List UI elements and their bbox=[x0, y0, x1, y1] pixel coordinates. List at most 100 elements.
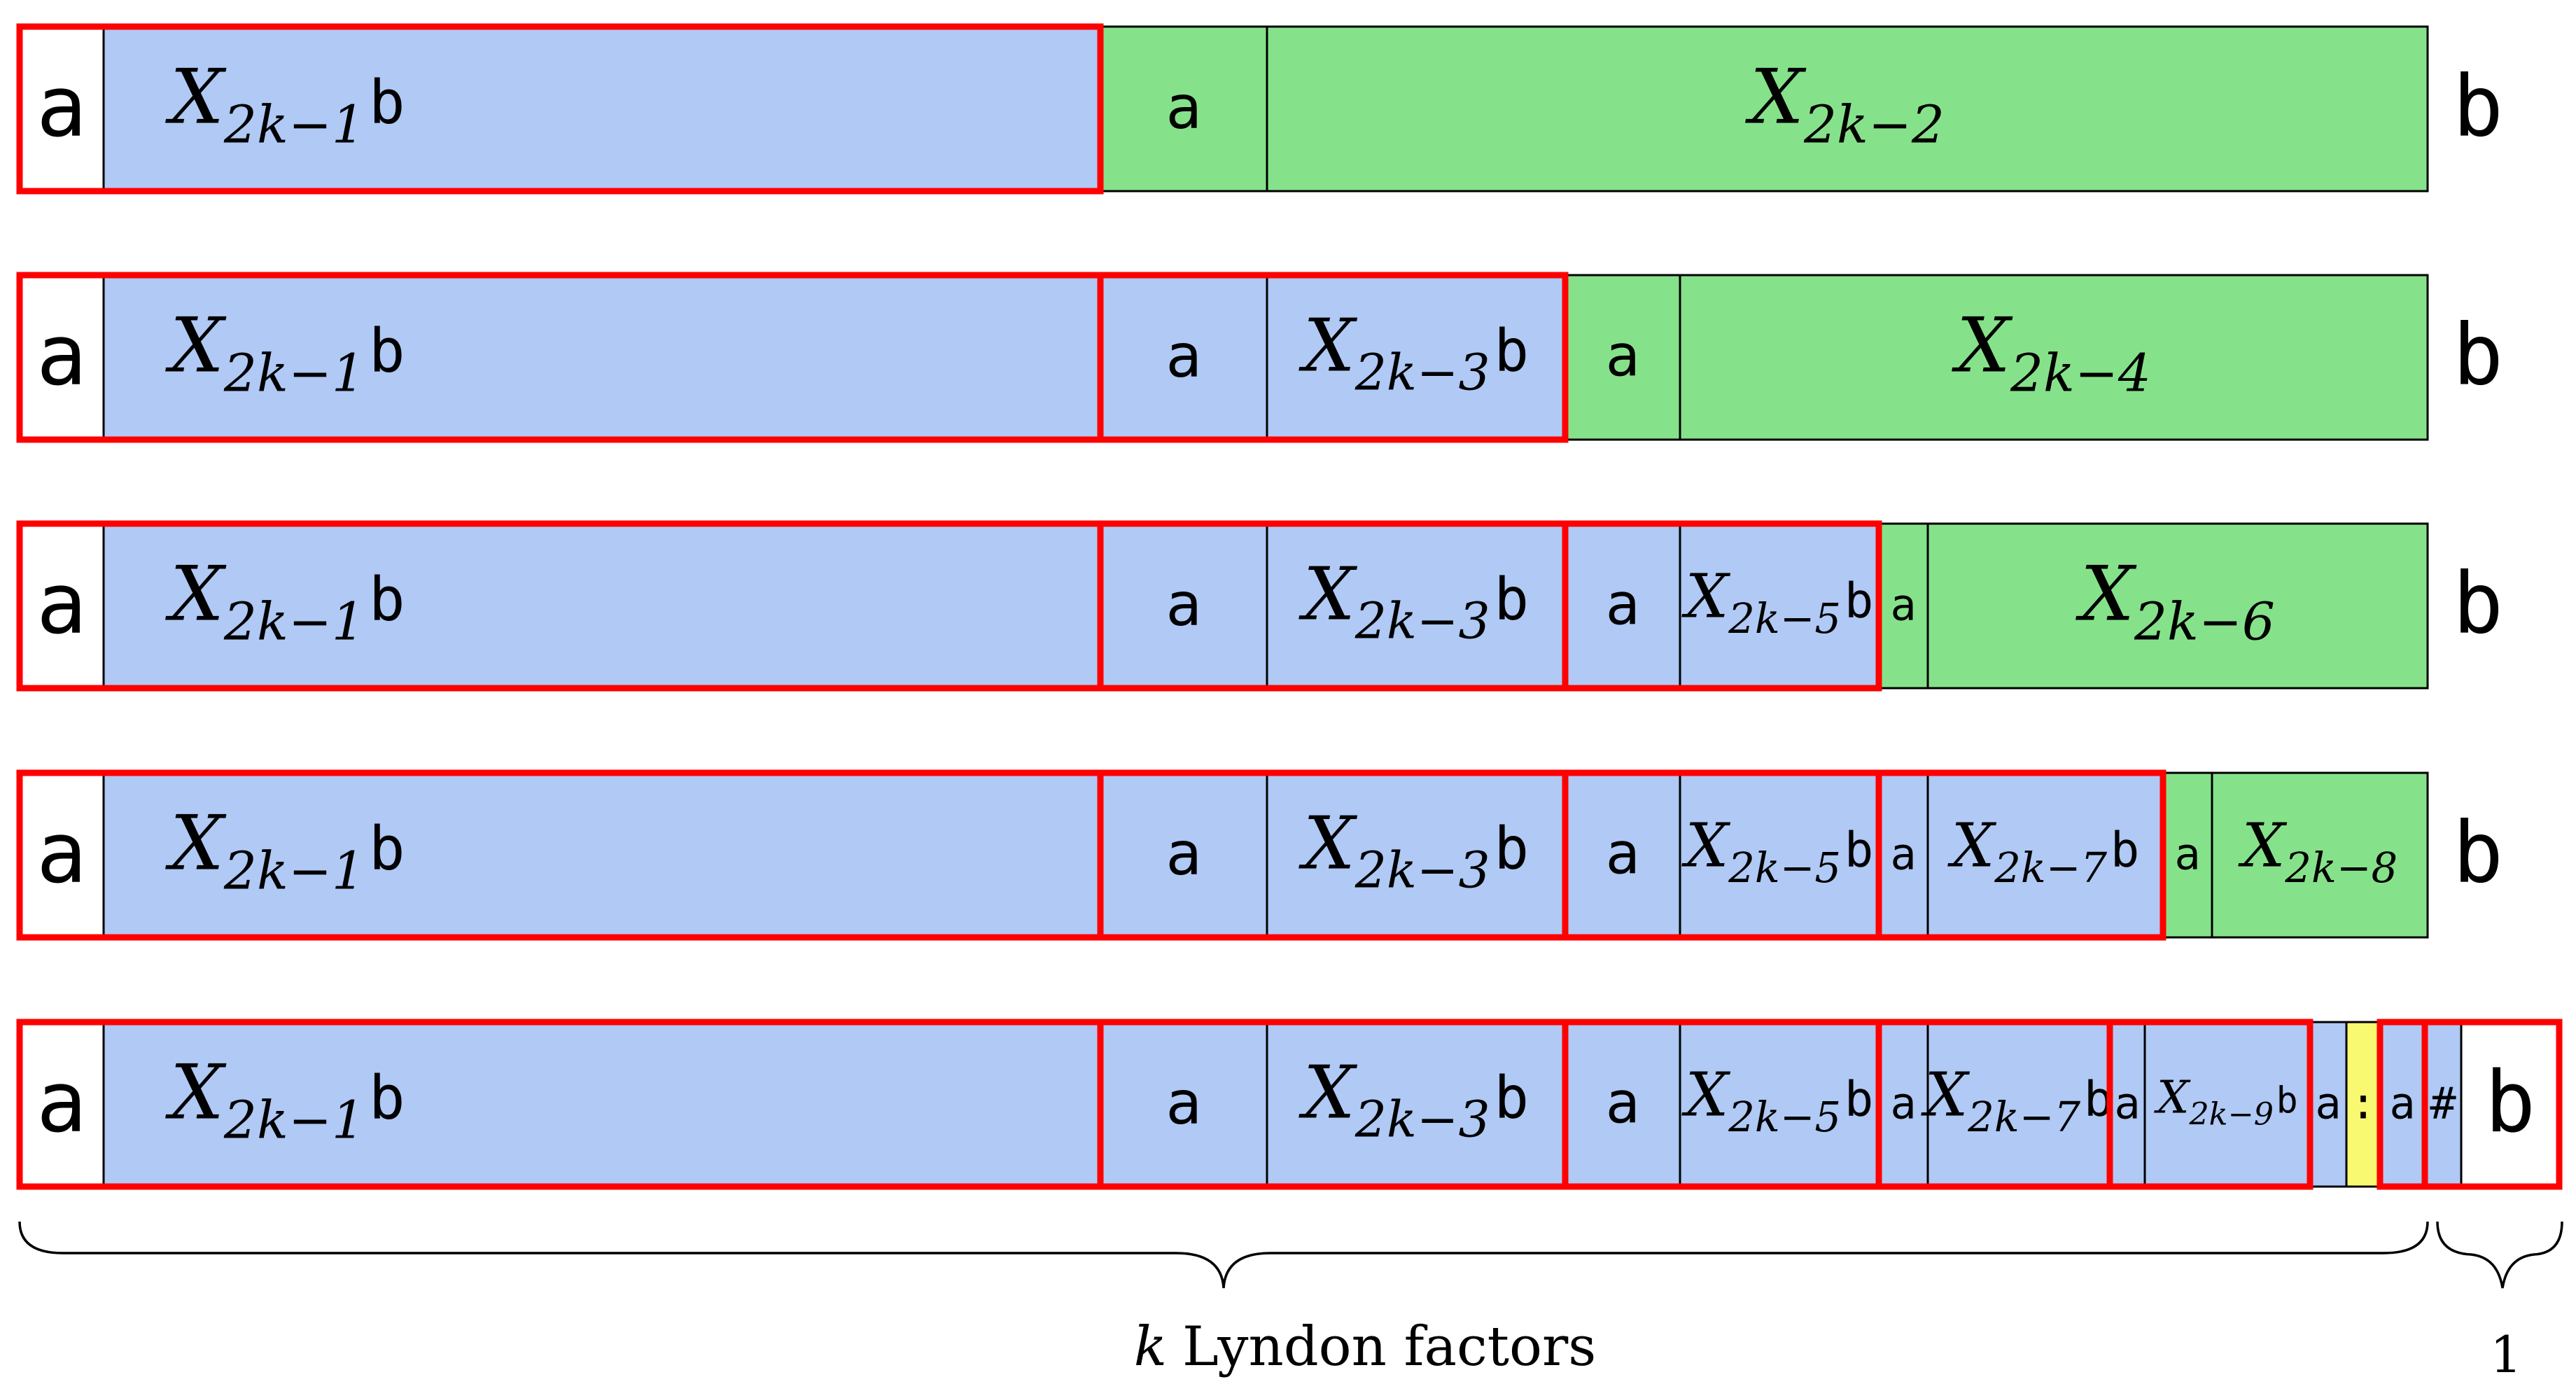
row-1-lyndon-factor-1 bbox=[16, 23, 1104, 195]
row-5-cell-8-x-symbol: X bbox=[1921, 1061, 1970, 1131]
row-4-cell-10-expr: X2k−8 bbox=[2238, 811, 2398, 892]
row-2-lyndon-factor-2 bbox=[1097, 272, 1569, 443]
row-5-cell-2-x-symbol: X bbox=[165, 1049, 227, 1137]
row-2-cell-5-letter: a bbox=[1605, 323, 1639, 390]
row-4-tail-b: b bbox=[2453, 805, 2503, 902]
row-5-cell-15-letter: b bbox=[2485, 1054, 2535, 1152]
row-4-cell-6-box bbox=[1679, 771, 1880, 939]
row-5-cell-11-box bbox=[2309, 1021, 2348, 1188]
row-2-cell-3-box bbox=[1099, 274, 1268, 441]
row-3-cell-5-box bbox=[1564, 522, 1681, 690]
row-3-cell-6-suffix: b bbox=[1844, 573, 1873, 629]
row-4-cell-8-box bbox=[1926, 771, 2164, 939]
small-brace bbox=[2436, 1221, 2563, 1289]
row-4-cell-9-box bbox=[2162, 771, 2213, 939]
row-5-cell-6-subscript: 2k−5 bbox=[1728, 1093, 1841, 1141]
row-4-cell-2-x-symbol: X bbox=[165, 800, 227, 888]
row-4-cell-4-box bbox=[1266, 771, 1567, 939]
row-4-cell-4-x-symbol: X bbox=[1298, 802, 1358, 886]
row-4-cell-6-subscript: 2k−5 bbox=[1728, 844, 1841, 892]
row-4-cell-3-letter: a bbox=[1166, 819, 1202, 889]
row-3-cell-4-subscript: 2k−3 bbox=[1354, 592, 1490, 650]
row-3-lyndon-factor-3 bbox=[1562, 520, 1882, 692]
row-5-cell-6-expr: X2k−5b bbox=[1681, 1061, 1874, 1141]
row-5-cell-10-x-symbol: X bbox=[2153, 1072, 2191, 1124]
row-3-cell-3-letter: a bbox=[1166, 570, 1202, 640]
row-5-lyndon-factor-7 bbox=[2421, 1019, 2563, 1190]
main-brace bbox=[18, 1221, 2429, 1289]
row-2-cell-2-x-symbol: X bbox=[165, 302, 227, 390]
row-3-cell-1-box bbox=[18, 522, 105, 690]
row-5-cell-2-suffix: b bbox=[369, 1063, 405, 1133]
row-5-cell-12-box bbox=[2345, 1021, 2381, 1188]
row-5-cell-10-subscript: 2k−9 bbox=[2188, 1096, 2274, 1132]
row-1-cell-2-suffix: b bbox=[369, 68, 405, 138]
row-4-cell-2-box bbox=[102, 771, 1102, 939]
row-4-cell-6-expr: X2k−5b bbox=[1681, 811, 1874, 892]
row-4-cell-2-expr: X2k−1b bbox=[165, 800, 405, 902]
row-1-cell-2-box bbox=[102, 25, 1102, 193]
row-4-cell-10-box bbox=[2211, 771, 2429, 939]
row-1-cell-4-subscript: 2k−2 bbox=[1803, 95, 1945, 155]
row-5-cell-9-letter: a bbox=[2114, 1077, 2140, 1128]
row-4-cell-6-x-symbol: X bbox=[1681, 811, 1731, 881]
row-4-cell-8-x-symbol: X bbox=[1947, 811, 1997, 881]
row-3-cell-8-x-symbol: X bbox=[2076, 551, 2137, 638]
row-2-cell-1-letter: a bbox=[36, 307, 87, 405]
row-3-tail-b: b bbox=[2453, 556, 2503, 653]
row-1-cell-3-box bbox=[1099, 25, 1268, 193]
row-4-cell-8-expr: X2k−7b bbox=[1947, 811, 2140, 892]
row-3-cell-4-x-symbol: X bbox=[1298, 553, 1358, 637]
row-5-cell-6-suffix: b bbox=[1844, 1072, 1873, 1128]
small-brace-label: 1 bbox=[2490, 1325, 2522, 1384]
row-4-cell-4-subscript: 2k−3 bbox=[1354, 841, 1490, 900]
row-1-tail-b: b bbox=[2453, 59, 2503, 156]
row-5-lyndon-factor-5 bbox=[2106, 1019, 2314, 1190]
row-5-cell-11-letter: a bbox=[2315, 1077, 2341, 1128]
row-5-cell-7-letter: a bbox=[1890, 1077, 1916, 1128]
row-4-cell-10-subscript: 2k−8 bbox=[2284, 844, 2398, 892]
row-3-cell-6-subscript: 2k−5 bbox=[1728, 594, 1841, 643]
row-4-cell-4-suffix: b bbox=[1494, 816, 1529, 883]
row-3-cell-5-letter: a bbox=[1605, 572, 1639, 638]
row-5-cell-3-letter: a bbox=[1166, 1068, 1202, 1138]
row-1-cell-2-subscript: 2k−1 bbox=[223, 95, 365, 155]
row-2-cell-2-suffix: b bbox=[369, 316, 405, 386]
row-1-cell-1-box bbox=[18, 25, 105, 193]
row-4-cell-4-expr: X2k−3b bbox=[1298, 802, 1529, 900]
row-3-cell-1-letter: a bbox=[36, 556, 87, 653]
row-4-cell-10-x-symbol: X bbox=[2238, 811, 2288, 881]
row-2-cell-4-suffix: b bbox=[1494, 318, 1529, 385]
row-4-cell-1-letter: a bbox=[36, 805, 87, 902]
row-3-cell-7-letter: a bbox=[1890, 579, 1916, 630]
row-1-cell-4-x-symbol: X bbox=[1745, 54, 1807, 141]
row-1-cell-1-letter: a bbox=[36, 59, 87, 156]
row-1-cell-2-x-symbol: X bbox=[165, 54, 227, 141]
row-5-cell-4-subscript: 2k−3 bbox=[1354, 1091, 1490, 1149]
row-5-cell-14-letter: # bbox=[2430, 1077, 2456, 1128]
row-5-cell-4-suffix: b bbox=[1494, 1065, 1529, 1132]
row-4-cell-8-subscript: 2k−7 bbox=[1994, 844, 2107, 892]
row-5-cell-6-x-symbol: X bbox=[1681, 1061, 1731, 1131]
row-2-cell-6-subscript: 2k−4 bbox=[2010, 344, 2151, 404]
row-1-cell-2-expr: X2k−1b bbox=[165, 54, 405, 155]
row-2-cell-4-expr: X2k−3b bbox=[1298, 305, 1529, 402]
row-3-cell-4-suffix: b bbox=[1494, 566, 1529, 634]
row-2-cell-4-subscript: 2k−3 bbox=[1354, 344, 1490, 402]
row-4-cell-9-letter: a bbox=[2174, 828, 2200, 879]
row-3-cell-8-box bbox=[1926, 522, 2429, 690]
row-3-cell-6-x-symbol: X bbox=[1681, 562, 1731, 632]
row-3-cell-2-suffix: b bbox=[369, 565, 405, 635]
row-2-cell-2-subscript: 2k−1 bbox=[223, 344, 365, 404]
row-5-cell-8-subscript: 2k−7 bbox=[1967, 1093, 2080, 1141]
row-3-cell-2-expr: X2k−1b bbox=[165, 551, 405, 652]
row-2-cell-6-box bbox=[1679, 274, 2429, 441]
row-3-cell-6-box bbox=[1679, 522, 1880, 690]
row-1-cell-4-box bbox=[1266, 25, 2429, 193]
row-5-cell-10-expr: X2k−9b bbox=[2153, 1072, 2297, 1133]
